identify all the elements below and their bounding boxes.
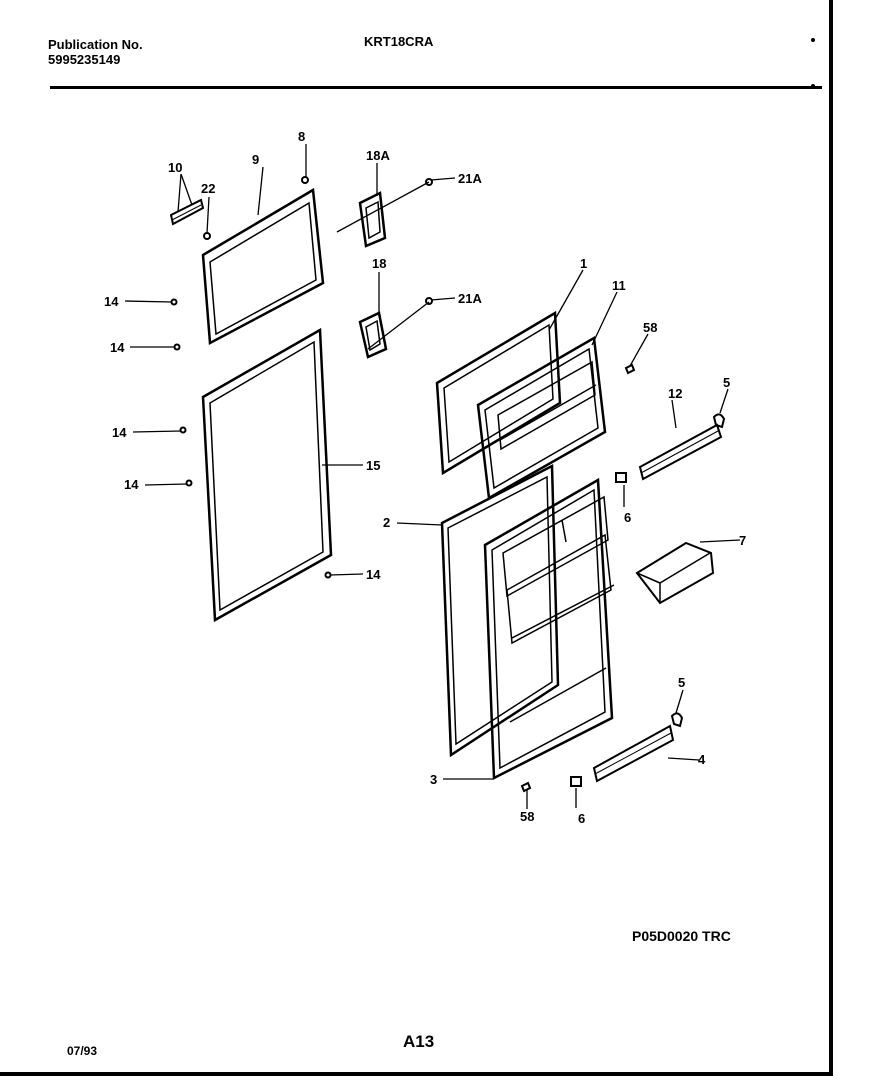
model-number: KRT18CRA [364, 34, 434, 49]
callout-labels: 10 22 9 8 18A 21A 18 21A 14 14 14 14 14 … [104, 129, 746, 826]
handle-part-12 [169, 198, 205, 226]
callout-5-bottom: 5 [678, 675, 685, 690]
callout-22: 22 [201, 181, 215, 196]
publication-label: Publication No. [48, 37, 143, 52]
callout-1: 1 [580, 256, 587, 271]
page-border-bottom [0, 1072, 833, 1076]
callout-14-a: 14 [104, 294, 119, 309]
shelf-part-8 [638, 423, 723, 481]
drawing-code: P05D0020 TRC [632, 928, 731, 944]
callout-8: 12 [668, 386, 682, 401]
callout-58-bottom: 58 [520, 809, 534, 824]
freezer-gasket [201, 187, 325, 345]
freezer-inner-gasket [435, 310, 562, 476]
callout-18a: 18A [366, 148, 390, 163]
callout-6-bottom: 6 [578, 811, 585, 826]
registration-mark [811, 38, 815, 42]
callout-18: 18 [372, 256, 386, 271]
callout-14-c: 14 [112, 425, 127, 440]
callout-14-e: 14 [366, 567, 381, 582]
publication-date: 07/93 [67, 1044, 98, 1058]
fresh-food-inner-gasket [440, 463, 560, 758]
fresh-food-gasket [201, 327, 333, 623]
leader-lines [124, 144, 741, 809]
callout-11: 9 [252, 152, 259, 167]
door-bin-part-7 [635, 541, 715, 605]
callout-2: 2 [383, 515, 390, 530]
callout-5-top: 5 [723, 375, 730, 390]
callout-21a-bottom: 21A [458, 291, 482, 306]
hinge-part-18 [358, 311, 388, 359]
callout-3: 3 [430, 772, 437, 787]
callout-9: 11 [612, 278, 626, 293]
callout-14-b: 14 [110, 340, 125, 355]
callout-21a-top: 21A [458, 171, 482, 186]
shelf-part-4 [592, 724, 675, 783]
hinge-part-18a [358, 191, 387, 248]
publication-number: 5995235149 [48, 52, 121, 67]
callout-15: 15 [366, 458, 380, 473]
page-number: A13 [403, 1032, 435, 1051]
callout-12: 10 [168, 160, 182, 175]
page-border-right [829, 0, 833, 1074]
callout-6-top: 6 [624, 510, 631, 525]
callout-7: 7 [739, 533, 746, 548]
callout-4: 4 [698, 752, 706, 767]
header-rule [50, 86, 822, 89]
callout-14-d: 14 [124, 477, 139, 492]
freezer-door [476, 335, 607, 501]
fresh-food-door [483, 477, 615, 780]
callout-10: 8 [298, 129, 305, 144]
callout-58-top: 58 [643, 320, 657, 335]
